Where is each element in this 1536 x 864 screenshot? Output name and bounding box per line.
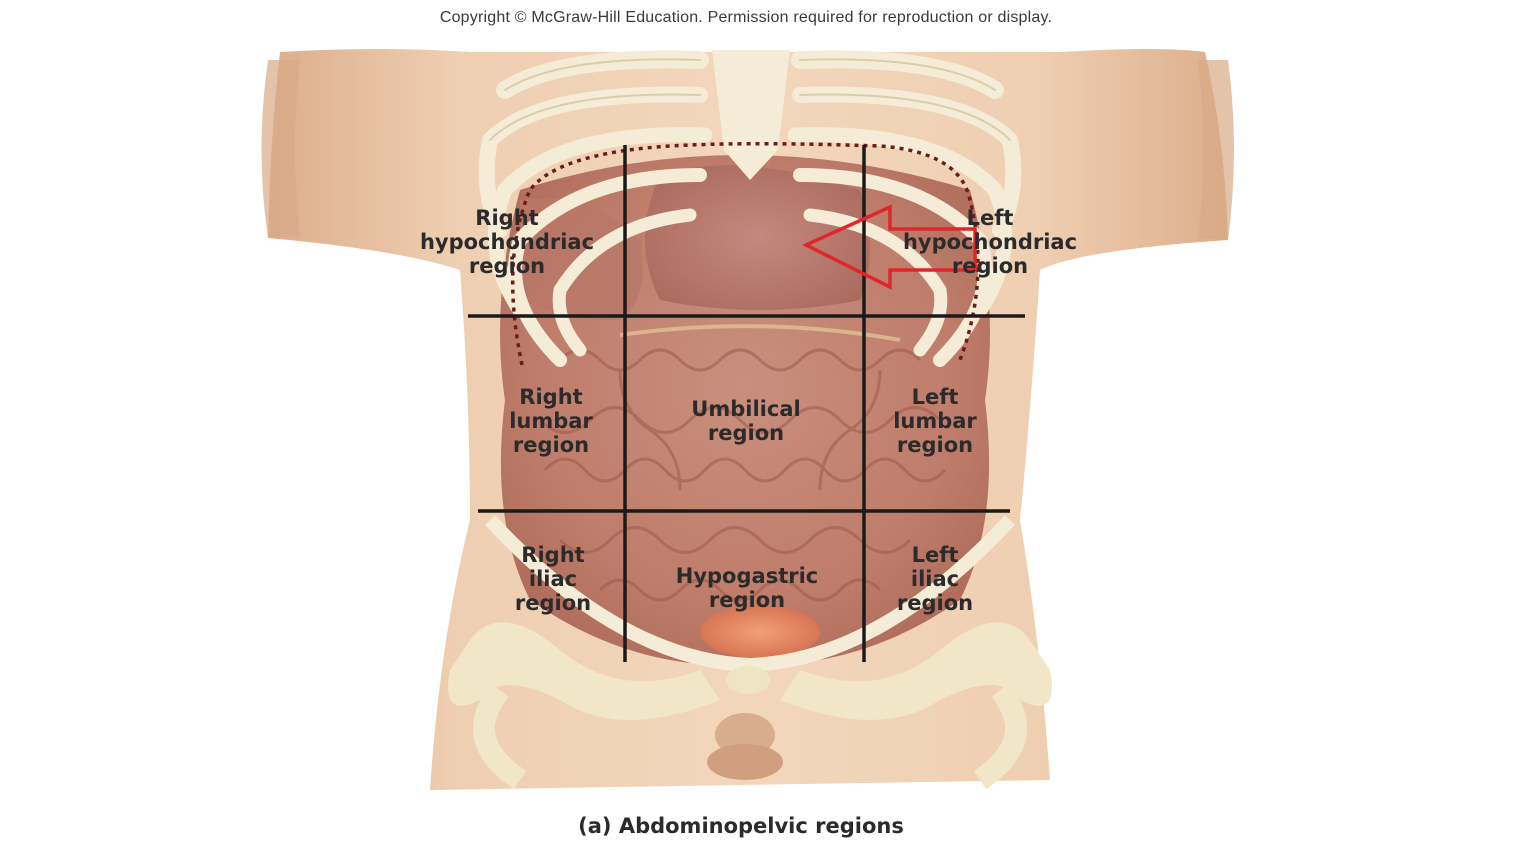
region-label-left-lumbar: Left lumbar region [893,385,977,457]
region-label-umbilical: Umbilical region [691,397,801,445]
region-label-right-lumbar: Right lumbar region [509,385,593,457]
region-label-hypogastric: Hypogastric region [675,564,819,612]
intestines [538,348,947,602]
region-grid [468,145,1025,662]
region-label-right-iliac: Right iliac region [514,543,592,615]
sternum [712,50,790,180]
bladder [700,606,820,658]
costal-margin-dotted-line [510,141,980,366]
copyright-notice: Copyright © McGraw-Hill Education. Permi… [439,9,1053,26]
region-label-left-hypochondriac: Left hypochondriac region [902,206,1078,278]
pelvis [448,515,1052,790]
region-label-left-iliac: Left iliac region [896,543,974,615]
red-arrow-icon [801,204,977,290]
region-label-right-hypochondriac: Right hypochondriac region [419,206,595,278]
stomach [645,165,870,310]
figure-caption: (a) Abdominopelvic regions [578,814,904,838]
